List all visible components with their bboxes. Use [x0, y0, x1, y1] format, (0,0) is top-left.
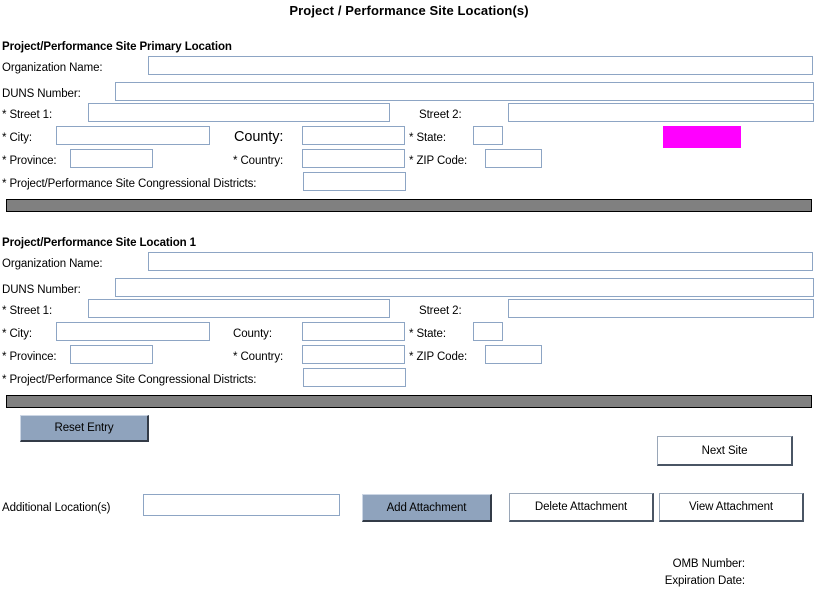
location1-duns-number-input[interactable]: [115, 278, 814, 297]
additional-locations-input[interactable]: [143, 494, 340, 516]
additional-locations-label: Additional Location(s): [2, 502, 111, 514]
location1-country-label: * Country:: [233, 351, 284, 363]
location1-province-label: * Province:: [2, 351, 57, 363]
primary-city-input[interactable]: [56, 126, 210, 145]
location1-congressional-districts-input[interactable]: [303, 368, 406, 387]
primary-county-input[interactable]: [302, 126, 405, 145]
location1-organization-name-label: Organization Name:: [2, 258, 103, 270]
page-title: Project / Performance Site Location(s): [289, 3, 529, 18]
primary-congressional-districts-input[interactable]: [303, 172, 406, 191]
location1-duns-number-label: DUNS Number:: [2, 284, 81, 296]
highlight-block: [663, 126, 741, 148]
primary-organization-name-label: Organization Name:: [2, 62, 103, 74]
reset-entry-button-label: Reset Entry: [54, 422, 114, 434]
location1-city-input[interactable]: [56, 322, 210, 341]
add-attachment-button[interactable]: Add Attachment: [362, 494, 492, 522]
omb-number-label: OMB Number:: [672, 558, 745, 570]
add-attachment-button-label: Add Attachment: [386, 501, 467, 514]
location1-zip-code-label: * ZIP Code:: [409, 351, 468, 363]
primary-county-label: County:: [234, 129, 284, 145]
primary-state-label: * State:: [409, 132, 446, 144]
primary-street2-input[interactable]: [508, 103, 814, 122]
location1-heading: Project/Performance Site Location 1: [2, 237, 196, 249]
primary-zip-code-label: * ZIP Code:: [409, 155, 468, 167]
delete-attachment-button-label: Delete Attachment: [534, 501, 628, 513]
location1-street1-label: * Street 1:: [2, 305, 53, 317]
location1-state-label: * State:: [409, 328, 446, 340]
reset-entry-button[interactable]: Reset Entry: [20, 415, 149, 442]
location1-state-input[interactable]: [473, 322, 503, 341]
location1-province-input[interactable]: [70, 345, 153, 364]
expiration-date-label: Expiration Date:: [664, 575, 745, 587]
location1-street2-label: Street 2:: [419, 305, 462, 317]
primary-province-label: * Province:: [2, 155, 57, 167]
primary-location-heading: Project/Performance Site Primary Locatio…: [2, 41, 232, 53]
location1-country-input[interactable]: [302, 345, 405, 364]
primary-duns-number-label: DUNS Number:: [2, 88, 81, 100]
location1-organization-name-input[interactable]: [148, 252, 813, 271]
primary-organization-name-input[interactable]: [148, 56, 813, 75]
location1-street1-input[interactable]: [88, 299, 390, 318]
location1-street2-input[interactable]: [508, 299, 814, 318]
primary-congressional-districts-label: * Project/Performance Site Congressional…: [2, 178, 257, 190]
location1-county-input[interactable]: [302, 322, 405, 341]
next-site-button[interactable]: Next Site: [657, 436, 793, 466]
delete-attachment-button[interactable]: Delete Attachment: [509, 493, 654, 522]
location1-zip-code-input[interactable]: [485, 345, 542, 364]
primary-city-label: * City:: [2, 132, 32, 144]
primary-duns-number-input[interactable]: [115, 82, 814, 101]
primary-country-input[interactable]: [302, 149, 405, 168]
next-site-button-label: Next Site: [701, 444, 748, 457]
primary-state-input[interactable]: [473, 126, 503, 145]
view-attachment-button-label: View Attachment: [689, 501, 773, 513]
location1-congressional-districts-label: * Project/Performance Site Congressional…: [2, 374, 257, 386]
primary-province-input[interactable]: [70, 149, 153, 168]
primary-zip-code-input[interactable]: [485, 149, 542, 168]
primary-street2-label: Street 2:: [419, 109, 462, 121]
location1-county-label: County:: [233, 328, 272, 340]
section-separator-2: [6, 395, 812, 408]
primary-street1-label: * Street 1:: [2, 109, 53, 121]
view-attachment-button[interactable]: View Attachment: [659, 493, 804, 522]
primary-country-label: * Country:: [233, 155, 284, 167]
primary-street1-input[interactable]: [88, 103, 390, 122]
location1-city-label: * City:: [2, 328, 32, 340]
section-separator-1: [6, 199, 812, 212]
